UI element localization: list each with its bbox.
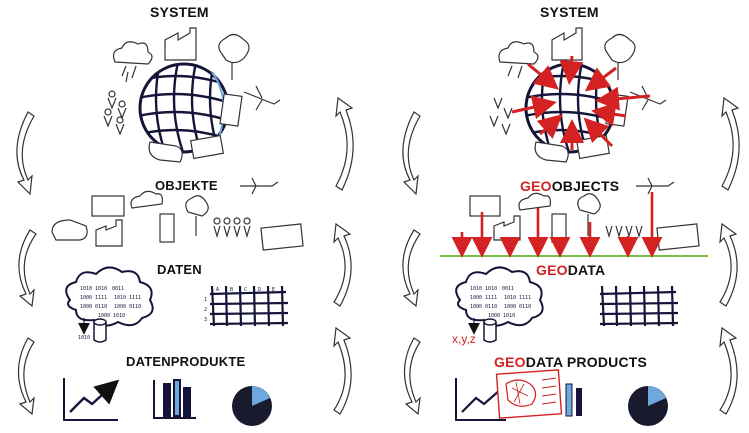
svg-text:1010 1010: 1010 1010 bbox=[80, 286, 107, 292]
cycle-arrow-left-3 bbox=[17, 337, 35, 416]
svg-text:1010 1010: 1010 1010 bbox=[470, 286, 497, 292]
svg-text:B: B bbox=[230, 287, 233, 293]
map-product-icon bbox=[495, 369, 563, 419]
label-objects-left: OBJEKTE bbox=[155, 178, 218, 193]
products-rest: DATA PRODUCTS bbox=[525, 354, 648, 370]
cycle-arrow-right-3 bbox=[719, 326, 738, 415]
pie-chart-icon bbox=[628, 386, 668, 426]
car-icon bbox=[148, 141, 183, 163]
coords-label: x,y,z bbox=[452, 332, 476, 346]
svg-text:0011: 0011 bbox=[112, 286, 124, 292]
data-rest: DATA bbox=[567, 262, 606, 278]
door-icon bbox=[159, 213, 175, 243]
svg-text:1000 0110: 1000 0110 bbox=[504, 304, 531, 310]
pie-chart-icon bbox=[232, 386, 272, 426]
line-chart-icon bbox=[455, 378, 506, 421]
geo-prefix: GEO bbox=[536, 262, 568, 278]
geo-prefix: GEO bbox=[494, 354, 526, 370]
svg-text:3: 3 bbox=[204, 317, 207, 323]
people-icon bbox=[489, 97, 513, 136]
tree-icon bbox=[185, 195, 209, 236]
cycle-arrow-right-3 bbox=[333, 326, 352, 415]
door-icon bbox=[219, 93, 243, 127]
letter-icon bbox=[91, 195, 125, 217]
line-chart-icon bbox=[63, 378, 120, 421]
letter-icon bbox=[189, 134, 225, 160]
projection-arrows bbox=[451, 192, 663, 258]
svg-text:1000 0110: 1000 0110 bbox=[114, 304, 141, 310]
svg-text:1000 1010: 1000 1010 bbox=[98, 313, 125, 319]
airplane-icon bbox=[636, 177, 675, 195]
people-icon bbox=[213, 217, 251, 239]
people-icon bbox=[605, 225, 643, 239]
database-icon bbox=[483, 318, 497, 343]
svg-text:D: D bbox=[258, 287, 261, 293]
geo-prefix: GEO bbox=[520, 178, 552, 194]
cycle-arrow-right-1 bbox=[721, 96, 740, 191]
svg-text:0011: 0011 bbox=[502, 286, 514, 292]
svg-text:A: A bbox=[216, 287, 219, 293]
label-geodata: GEODATA bbox=[536, 262, 605, 278]
label-system-left: SYSTEM bbox=[150, 4, 209, 20]
cloud-icon bbox=[498, 41, 539, 79]
cloud-icon bbox=[130, 190, 163, 209]
label-products-left: DATENPRODUKTE bbox=[126, 354, 246, 369]
svg-text:1000 1111: 1000 1111 bbox=[80, 295, 107, 301]
document-icon bbox=[656, 223, 700, 251]
cycle-arrow-left-2 bbox=[18, 229, 37, 308]
cycle-arrow-left-3 bbox=[403, 337, 421, 416]
airplane-icon bbox=[243, 85, 281, 111]
svg-text:1010: 1010 bbox=[78, 335, 90, 341]
table-icon bbox=[599, 285, 679, 327]
door-icon bbox=[551, 213, 567, 243]
svg-text:E: E bbox=[272, 287, 275, 293]
people-icon bbox=[103, 90, 127, 136]
svg-text:1010 1111: 1010 1111 bbox=[504, 295, 531, 301]
cycle-arrow-left-1 bbox=[402, 111, 421, 196]
svg-text:1000 1111: 1000 1111 bbox=[470, 295, 497, 301]
cloud-icon bbox=[112, 41, 153, 83]
cloud-icon bbox=[518, 192, 551, 211]
factory-icon bbox=[551, 27, 583, 61]
svg-text:1000 1010: 1000 1010 bbox=[488, 313, 515, 319]
cycle-arrow-left-1 bbox=[16, 111, 35, 196]
objects-rest: OBJECTS bbox=[551, 178, 620, 194]
bar-chart-icon bbox=[565, 383, 582, 417]
document-icon bbox=[260, 223, 304, 251]
cycle-arrow-right-2 bbox=[333, 222, 352, 307]
svg-text:1000 0110: 1000 0110 bbox=[80, 304, 107, 310]
bar-chart-icon bbox=[153, 379, 196, 419]
data-cloud-icon: 1010 1010 0011 1000 1111 1010 1111 1000 01… bbox=[65, 266, 154, 341]
label-system-right: SYSTEM bbox=[540, 4, 599, 20]
cycle-arrow-right-1 bbox=[335, 96, 354, 191]
data-cloud-icon: 1010 1010 0011 1000 1111 1010 1111 1000 01… bbox=[455, 266, 544, 335]
svg-text:C: C bbox=[244, 287, 247, 293]
label-data-left: DATEN bbox=[157, 262, 202, 277]
label-geodata-products: GEODATA PRODUCTS bbox=[494, 354, 647, 370]
tree-icon bbox=[577, 193, 601, 236]
table-icon: A B C D E 1 2 3 bbox=[204, 285, 289, 327]
factory-icon bbox=[95, 219, 123, 247]
factory-icon bbox=[164, 27, 197, 61]
letter-icon bbox=[469, 195, 501, 217]
tree-icon bbox=[604, 33, 636, 80]
cycle-arrow-left-2 bbox=[402, 229, 421, 308]
svg-text:2: 2 bbox=[204, 307, 207, 313]
cycle-arrow-right-2 bbox=[719, 222, 738, 307]
svg-text:1: 1 bbox=[204, 297, 207, 303]
svg-text:1000 0110: 1000 0110 bbox=[470, 304, 497, 310]
geo-reference-arrows bbox=[511, 55, 651, 150]
label-geoobjects: GEOOBJECTS bbox=[520, 178, 619, 194]
car-icon bbox=[534, 141, 569, 163]
svg-text:1010 1111: 1010 1111 bbox=[114, 295, 141, 301]
car-icon bbox=[51, 219, 88, 241]
factory-icon bbox=[493, 215, 521, 241]
airplane-icon bbox=[240, 177, 279, 195]
tree-icon bbox=[218, 33, 250, 80]
database-icon bbox=[93, 318, 107, 343]
